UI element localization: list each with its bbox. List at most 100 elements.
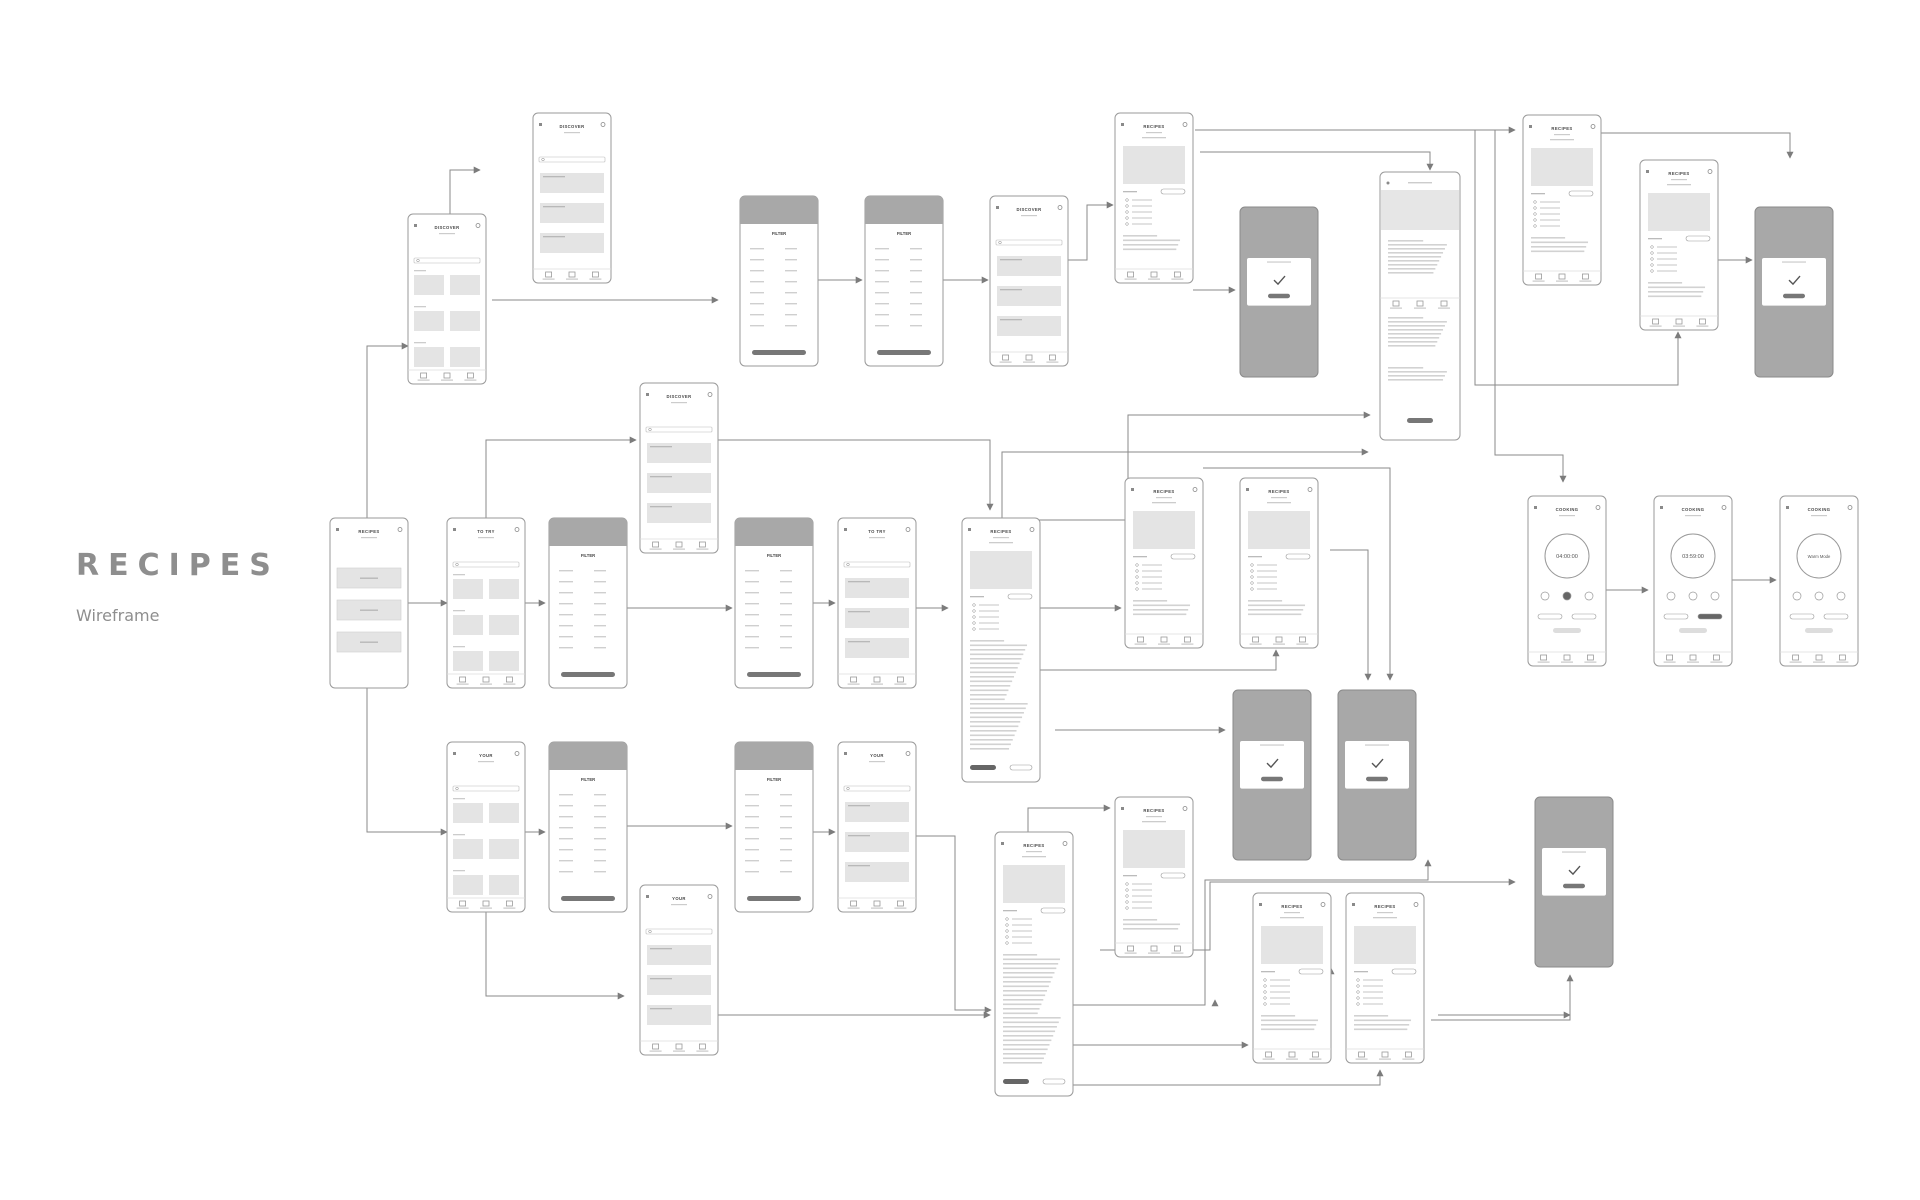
filter-option[interactable]: [594, 614, 606, 616]
filter-option[interactable]: [780, 570, 792, 572]
filter-option[interactable]: [780, 647, 792, 649]
nav-tab-icon[interactable]: [1713, 654, 1720, 661]
recipe-list-item[interactable]: [647, 473, 711, 493]
nav-tab-icon[interactable]: [1174, 945, 1181, 952]
back-icon[interactable]: [996, 206, 999, 209]
pause-button[interactable]: [1789, 613, 1815, 620]
screen-confirm-overlay-top[interactable]: [1239, 206, 1319, 378]
recipe-card[interactable]: [453, 579, 483, 599]
filter-option[interactable]: [780, 794, 792, 796]
nav-tab-icon[interactable]: [699, 1043, 706, 1050]
nav-tab-icon[interactable]: [1312, 1051, 1319, 1058]
recipe-card[interactable]: [489, 651, 519, 671]
recipe-card[interactable]: [453, 615, 483, 635]
ingredient-checkbox[interactable]: [1263, 984, 1267, 988]
filter-option[interactable]: [780, 592, 792, 594]
settings-icon[interactable]: [707, 894, 713, 899]
back-icon[interactable]: [1121, 807, 1124, 810]
settings-icon[interactable]: [475, 223, 481, 228]
filter-option[interactable]: [750, 314, 764, 316]
apply-button[interactable]: [752, 350, 806, 355]
search-input[interactable]: [538, 156, 606, 163]
ingredient-checkbox[interactable]: [1263, 978, 1267, 982]
nav-tab-icon[interactable]: [1815, 654, 1823, 661]
nav-tab-icon[interactable]: [1160, 636, 1168, 643]
nav-tab-icon[interactable]: [1049, 354, 1056, 361]
nav-tab-icon[interactable]: [459, 676, 467, 683]
filter-option[interactable]: [780, 581, 792, 583]
ingredient-checkbox[interactable]: [1650, 251, 1654, 255]
add-to-list-button[interactable]: [1568, 190, 1594, 197]
settings-icon[interactable]: [1847, 505, 1853, 510]
filter-option[interactable]: [785, 292, 797, 294]
dialog-ok-button[interactable]: [1563, 883, 1585, 889]
back-icon[interactable]: [844, 752, 847, 755]
filter-option[interactable]: [750, 292, 764, 294]
screen-home[interactable]: RECIPES: [329, 517, 409, 689]
nav-tab-icon[interactable]: [1392, 300, 1400, 307]
recipe-card[interactable]: [414, 347, 444, 367]
filter-option[interactable]: [910, 270, 922, 272]
secondary-button[interactable]: [1042, 1078, 1066, 1085]
nav-tab-icon[interactable]: [505, 676, 513, 683]
recipe-list-item[interactable]: [997, 256, 1061, 276]
settings-icon[interactable]: [1182, 122, 1188, 127]
filter-option[interactable]: [559, 581, 573, 583]
nav-tab-icon[interactable]: [1689, 654, 1697, 661]
back-icon[interactable]: [1660, 506, 1663, 509]
ingredient-checkbox[interactable]: [1005, 935, 1009, 939]
nav-tab-icon[interactable]: [1299, 636, 1306, 643]
filter-option[interactable]: [745, 794, 759, 796]
nav-tab-icon[interactable]: [482, 900, 490, 907]
ingredient-checkbox[interactable]: [1533, 218, 1537, 222]
dialog-ok-button[interactable]: [1783, 293, 1805, 299]
settings-icon[interactable]: [600, 122, 606, 127]
nav-tab-icon[interactable]: [482, 676, 490, 683]
back-icon[interactable]: [1259, 903, 1262, 906]
filter-option[interactable]: [785, 314, 797, 316]
filter-option[interactable]: [745, 871, 759, 873]
filter-option[interactable]: [780, 816, 792, 818]
nav-tab-icon[interactable]: [545, 271, 552, 278]
nav-tab-icon[interactable]: [1184, 636, 1191, 643]
ingredient-checkbox[interactable]: [1650, 245, 1654, 249]
nav-tab-icon[interactable]: [1792, 654, 1799, 661]
filter-option[interactable]: [780, 805, 792, 807]
recipe-list-item[interactable]: [647, 503, 711, 523]
nav-tab-icon[interactable]: [1127, 945, 1134, 952]
screen-filter-3[interactable]: FILTER: [548, 517, 628, 689]
nav-tab-icon[interactable]: [1540, 654, 1547, 661]
filter-option[interactable]: [745, 603, 759, 605]
ingredient-checkbox[interactable]: [1650, 257, 1654, 261]
ingredient-checkbox[interactable]: [1650, 263, 1654, 267]
nav-tab-icon[interactable]: [443, 372, 451, 379]
nav-tab-icon[interactable]: [592, 271, 599, 278]
filter-option[interactable]: [559, 603, 573, 605]
filter-option[interactable]: [559, 816, 573, 818]
add-to-list-button[interactable]: [1160, 872, 1186, 879]
ingredient-checkbox[interactable]: [1125, 888, 1129, 892]
screen-recipe-bottom-top[interactable]: RECIPES: [1114, 796, 1194, 958]
filter-option[interactable]: [594, 636, 606, 638]
screen-recipe-detail-bottom[interactable]: RECIPES: [994, 831, 1074, 1097]
back-icon[interactable]: [1786, 506, 1789, 509]
apply-button[interactable]: [747, 672, 801, 677]
stop-button[interactable]: [1679, 628, 1707, 633]
apply-button[interactable]: [561, 896, 615, 901]
nav-tab-icon[interactable]: [1025, 354, 1033, 361]
search-input[interactable]: [452, 561, 520, 568]
ingredient-checkbox[interactable]: [1125, 222, 1129, 226]
screen-confirm-overlay-mid[interactable]: [1232, 689, 1312, 861]
recipe-card[interactable]: [453, 875, 483, 895]
nav-tab-icon[interactable]: [897, 676, 904, 683]
ingredient-checkbox[interactable]: [972, 603, 976, 607]
recipe-card[interactable]: [489, 615, 519, 635]
filter-option[interactable]: [559, 647, 573, 649]
settings-icon[interactable]: [905, 751, 911, 756]
settings-icon[interactable]: [1029, 527, 1035, 532]
filter-option[interactable]: [910, 281, 922, 283]
screen-your-list[interactable]: YOUR: [639, 884, 719, 1056]
nav-tab-icon[interactable]: [1150, 271, 1158, 278]
nav-tab-icon[interactable]: [897, 900, 904, 907]
nav-tab-icon[interactable]: [1652, 318, 1659, 325]
